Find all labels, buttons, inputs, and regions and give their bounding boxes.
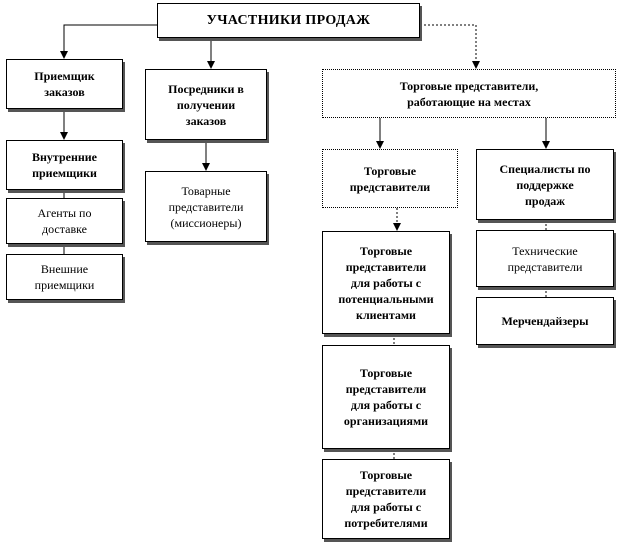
orders-external-node: Внешние приемщики — [6, 254, 123, 300]
field-head-node: Торговые представители, работающие на ме… — [322, 69, 616, 118]
orders-delivery-node: Агенты по доставке — [6, 198, 123, 244]
support-head-node: Специалисты по поддержке продаж — [476, 149, 614, 220]
connector-root-field — [420, 24, 480, 69]
reps-potential-clients-node: Торговые представители для работы с поте… — [322, 231, 450, 334]
missionaries-node: Товарные представители (миссионеры) — [145, 171, 267, 242]
technical-reps-node: Технические представители — [476, 230, 614, 287]
reps-consumers-node: Торговые представители для работы с потр… — [322, 459, 450, 539]
orders-internal-node: Внутренние приемщики — [6, 140, 123, 190]
merchandisers-node: Мерчендайзеры — [476, 297, 614, 345]
orders-head-node: Приемщик заказов — [6, 59, 123, 109]
sales-reps-head-node: Торговые представители — [322, 149, 458, 208]
connector-root-orders — [60, 24, 157, 59]
root-node: УЧАСТНИКИ ПРОДАЖ — [157, 3, 420, 38]
intermediaries-head-node: Посредники в получении заказов — [145, 69, 267, 140]
reps-organizations-node: Торговые представители для работы с орга… — [322, 345, 450, 449]
